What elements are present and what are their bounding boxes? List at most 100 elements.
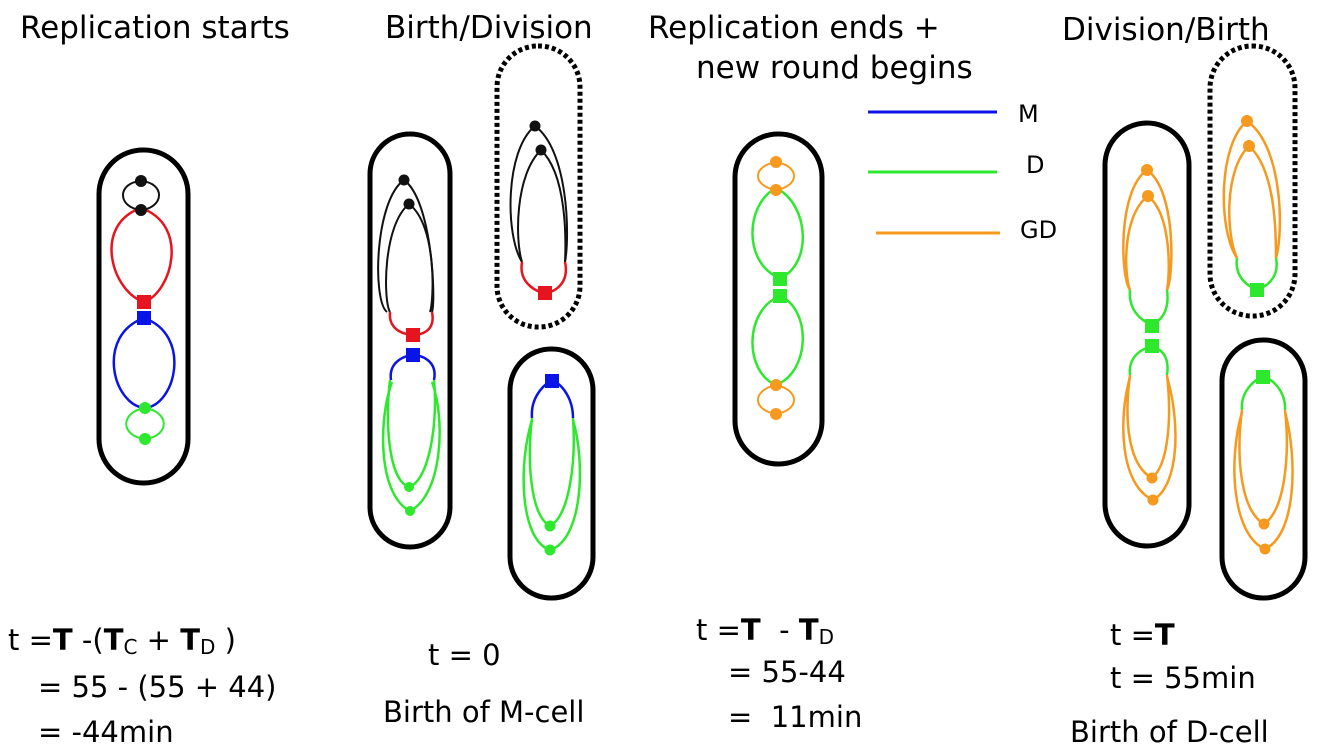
formula-prefix: t = xyxy=(1110,618,1155,652)
formula-close: ) xyxy=(215,623,236,657)
terminus-square xyxy=(773,289,787,303)
cell-outline xyxy=(1102,120,1192,549)
cell-outline-dashed xyxy=(494,43,583,330)
stage3-cell xyxy=(732,131,825,467)
red-strand-left xyxy=(110,206,145,304)
terminus-square xyxy=(406,348,420,362)
stage4-daughter-cell-dashed xyxy=(1207,43,1298,319)
cell-outline xyxy=(367,131,453,550)
cell-outline xyxy=(96,147,191,486)
gd-strand xyxy=(1222,120,1248,259)
blue-strand-left xyxy=(112,316,146,410)
origin-dot xyxy=(544,544,556,556)
cell-outline xyxy=(507,346,596,601)
origin-dot xyxy=(404,482,414,492)
legend-d-label: D xyxy=(1026,151,1044,179)
stage2-daughter-cell-dashed xyxy=(494,43,583,330)
origin-dot xyxy=(544,520,556,532)
formula-prefix: t = xyxy=(696,613,741,647)
cell-outline xyxy=(732,131,825,467)
green-strand xyxy=(549,419,582,552)
formula-T: T xyxy=(799,613,819,647)
green-strand xyxy=(751,294,781,387)
gd-strand xyxy=(1227,145,1250,259)
formula-prefix: t = xyxy=(8,623,53,657)
blue-strand-right xyxy=(143,316,176,410)
stage3-formula-line3: = 11min xyxy=(728,700,862,734)
terminus-square xyxy=(1256,370,1270,384)
formula-minus-open: -( xyxy=(73,623,104,657)
stage1-formula-line2: = 55 - (55 + 44) xyxy=(38,670,277,704)
terminus-square xyxy=(545,374,559,388)
gd-strand xyxy=(1263,409,1289,526)
terminus-square xyxy=(137,311,151,325)
origin-dot xyxy=(770,379,782,391)
gd-strand xyxy=(1233,411,1266,551)
stage4-heading: Division/Birth xyxy=(1062,12,1270,48)
stage4-formula-line3: Birth of D-cell xyxy=(1070,715,1269,749)
terminus-square xyxy=(1250,283,1264,297)
gd-strand xyxy=(1246,119,1282,259)
stage3-heading-line2: new round begins xyxy=(696,50,973,86)
origin-dot xyxy=(1258,518,1270,530)
origin-dot xyxy=(1146,472,1158,484)
dark-strand xyxy=(517,149,542,263)
stage3-heading-line1: Replication ends + xyxy=(648,10,940,46)
origin-dot xyxy=(770,184,782,196)
stage1-formula-line1: t =T -(TC + TD ) xyxy=(8,623,236,659)
stage2-mother-cell xyxy=(367,131,453,550)
origin-dot xyxy=(770,408,782,420)
gd-strand xyxy=(1238,409,1265,526)
formula-T: T xyxy=(53,623,73,657)
green-strand xyxy=(549,417,575,528)
stage4-formula-line2: t = 55min xyxy=(1110,661,1256,695)
stage2-formula-line1: t = 0 xyxy=(428,638,501,672)
formula-subscript-D: D xyxy=(200,635,215,659)
gd-strand xyxy=(1152,376,1177,502)
origin-dot xyxy=(135,204,147,216)
terminus-square xyxy=(137,295,151,309)
gd-strand xyxy=(1126,374,1153,480)
gd-strand xyxy=(1147,195,1170,291)
origin-dot xyxy=(1243,140,1255,152)
green-strand xyxy=(381,381,411,513)
legend-m-label: M xyxy=(1018,100,1039,128)
green-strand xyxy=(528,417,551,528)
stage2-heading: Birth/Division xyxy=(385,10,593,46)
formula-T: T xyxy=(1155,618,1175,652)
terminus-square xyxy=(1145,319,1159,333)
stage2-formula-line2: Birth of M-cell xyxy=(383,695,584,729)
stage1-formula-line3: = -44min xyxy=(38,715,174,749)
cell-outline xyxy=(1219,337,1308,601)
dark-strand xyxy=(408,203,434,313)
red-strand-right xyxy=(140,206,173,304)
formula-subscript-D: D xyxy=(819,625,834,649)
origin-dot xyxy=(403,198,415,210)
terminus-square xyxy=(773,272,787,286)
origin-dot xyxy=(1259,543,1271,555)
origin-dot xyxy=(529,120,541,132)
cell-outline-dashed xyxy=(1207,43,1298,319)
legend: M D GD xyxy=(868,100,1057,244)
origin-dot xyxy=(770,156,782,168)
green-strand xyxy=(386,379,410,489)
stage1-heading: Replication starts xyxy=(20,10,290,46)
terminus-square xyxy=(538,286,552,300)
green-strand xyxy=(522,419,551,552)
formula-T: T xyxy=(180,623,200,657)
gd-strand xyxy=(1264,411,1294,551)
stage4-daughter-cell xyxy=(1219,337,1308,601)
dark-strand xyxy=(540,149,567,263)
legend-gd-label: GD xyxy=(1020,216,1057,244)
dark-strand xyxy=(385,203,410,313)
green-strand xyxy=(775,294,804,387)
dark-strand xyxy=(377,179,405,313)
gd-strand xyxy=(1124,194,1149,291)
origin-dot xyxy=(405,506,415,516)
origin-dot xyxy=(1241,115,1253,127)
green-strand xyxy=(409,381,441,513)
green-strand xyxy=(408,379,437,489)
formula-minus: - xyxy=(761,613,799,647)
stage4-formula-line1: t =T xyxy=(1110,618,1175,652)
